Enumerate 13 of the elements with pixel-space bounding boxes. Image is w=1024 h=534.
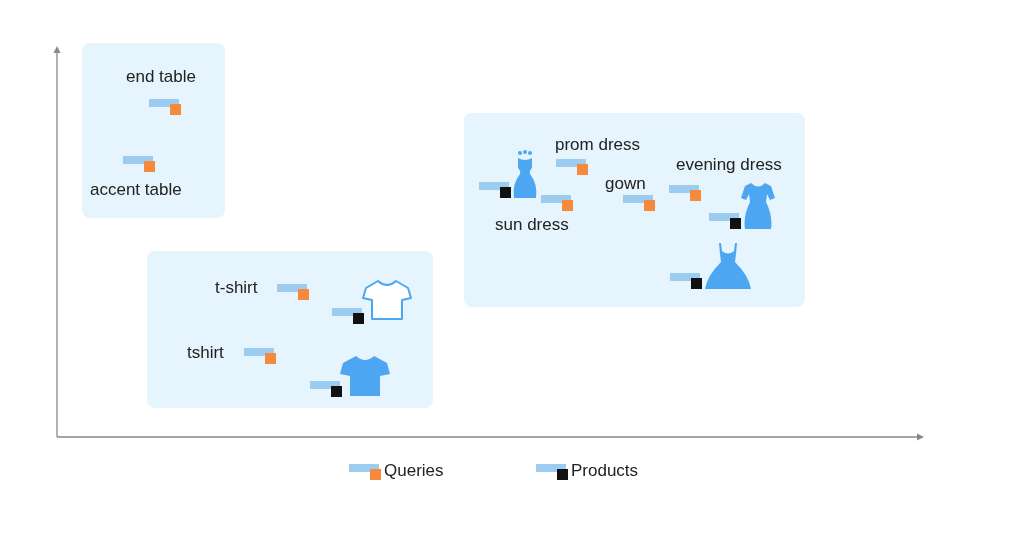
query-label: tshirt (187, 343, 224, 363)
query-label: evening dress (676, 155, 782, 175)
query-label: gown (605, 174, 646, 194)
query-label: t-shirt (215, 278, 258, 298)
query-label: accent table (90, 180, 182, 200)
legend-label: Queries (384, 461, 444, 481)
cluster-panel (464, 113, 805, 307)
query-label: end table (126, 67, 196, 87)
query-label: prom dress (555, 135, 641, 155)
cluster-panel (147, 251, 433, 408)
query-label: sun dress (495, 215, 569, 235)
cluster-panel (82, 43, 225, 218)
legend-label: Products (571, 461, 639, 481)
